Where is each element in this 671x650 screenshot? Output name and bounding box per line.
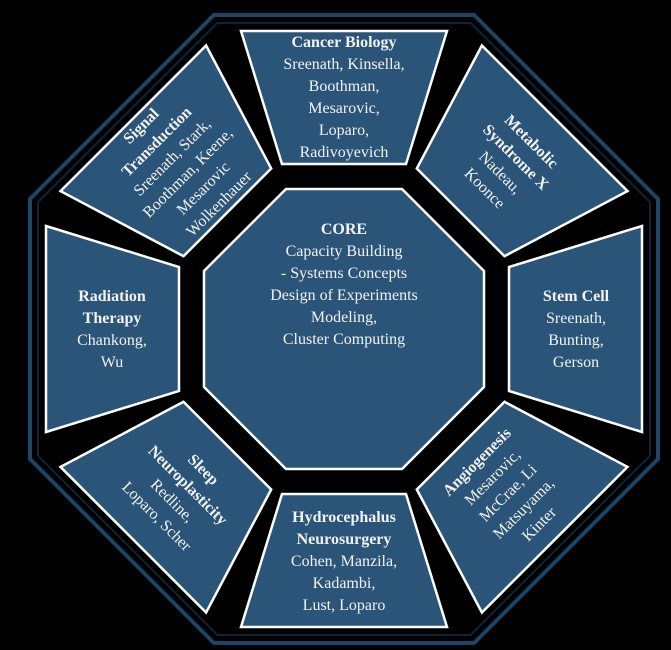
core-line: Cluster Computing [283, 331, 405, 348]
panel-title: Stem Cell [543, 288, 610, 305]
panel-names: Sreenath, [546, 310, 606, 327]
panel-title: Radiation [78, 288, 146, 305]
inner-frame-line [37, 22, 651, 636]
panel-names: Kadambi, [313, 575, 376, 592]
panel-names: Radivoyevich [300, 144, 389, 161]
panel-names: Gerson [553, 354, 599, 371]
core-line: Capacity Building [286, 243, 403, 260]
panel-shape [58, 43, 273, 258]
panel-names: Bunting, [548, 332, 604, 349]
core-title: CORE [321, 221, 367, 238]
panel-shape [239, 29, 449, 166]
panel-names: Sreenath, Kinsella, [283, 56, 404, 73]
core-line: Design of Experiments [270, 287, 418, 304]
panel-title: Therapy [83, 310, 142, 327]
core-line: Modeling, [311, 309, 377, 326]
panel-title: Cancer Biology [291, 34, 396, 51]
panel-shape [239, 492, 449, 629]
panel-names: Mesarovic, [308, 100, 380, 117]
panel-names: Cohen, Manzila, [291, 553, 397, 570]
panel-title: Neurosurgery [297, 531, 392, 548]
core-line: - Systems Concepts [281, 265, 407, 282]
panel-shape [415, 400, 630, 615]
panel-shape [44, 224, 181, 434]
panel-names: Wu [101, 354, 123, 371]
panel-shape [415, 43, 630, 258]
panel-names: Chankong, [77, 332, 147, 349]
panel-names: Loparo, [319, 122, 369, 139]
panel-names: Boothman, [309, 78, 380, 95]
panel-title: Hydrocephalus [292, 509, 396, 526]
panel-shape [58, 400, 273, 615]
panel-names: Lust, Loparo [303, 597, 386, 614]
core-octagon: CORE Capacity Building - Systems ConceptsD… [202, 187, 486, 471]
core-shape [202, 187, 486, 471]
panel-shape [507, 224, 644, 434]
